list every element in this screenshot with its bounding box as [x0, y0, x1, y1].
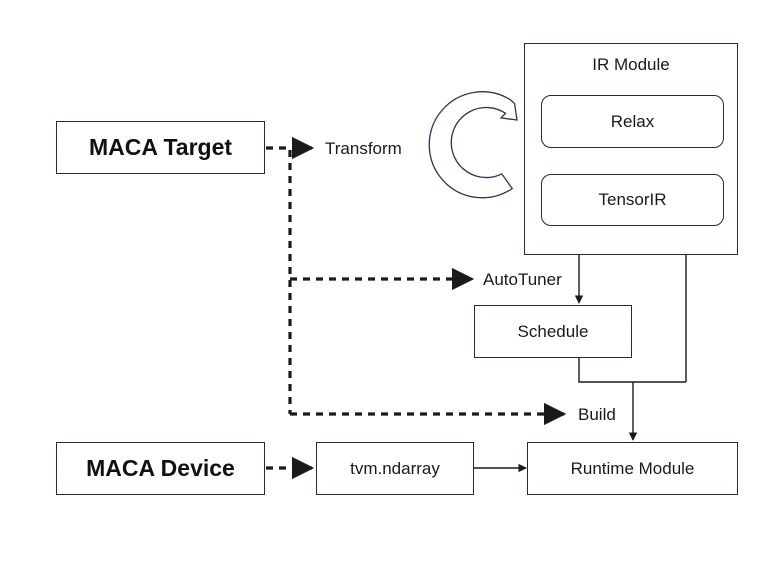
- dashed-links: [266, 136, 567, 480]
- relax-box: Relax: [541, 95, 724, 148]
- tvm-ndarray-box: tvm.ndarray: [316, 442, 474, 495]
- tensorir-box: TensorIR: [541, 174, 724, 226]
- runtime-module-box: Runtime Module: [527, 442, 738, 495]
- runtime-module-label: Runtime Module: [570, 458, 695, 478]
- tvm-ndarray-label: tvm.ndarray: [350, 458, 440, 478]
- maca-device-label: MACA Device: [86, 455, 235, 481]
- schedule-label: Schedule: [517, 321, 589, 341]
- maca-device-box: MACA Device: [56, 442, 265, 495]
- autotuner-label: AutoTuner: [483, 270, 562, 289]
- schedule-box: Schedule: [474, 305, 632, 358]
- maca-target-label: MACA Target: [88, 134, 233, 160]
- solid-links: [474, 255, 687, 473]
- transform-label: Transform: [325, 139, 402, 158]
- maca-target-box: MACA Target: [56, 121, 265, 174]
- ir-module-title: IR Module: [592, 55, 670, 74]
- ir-module-box: IR Module Relax TensorIR: [524, 43, 738, 255]
- relax-label: Relax: [610, 111, 655, 131]
- line-schedule-out: [578, 358, 686, 383]
- circular-arrow-icon: [428, 91, 518, 199]
- tensorir-label: TensorIR: [598, 190, 667, 209]
- build-label: Build: [578, 405, 616, 424]
